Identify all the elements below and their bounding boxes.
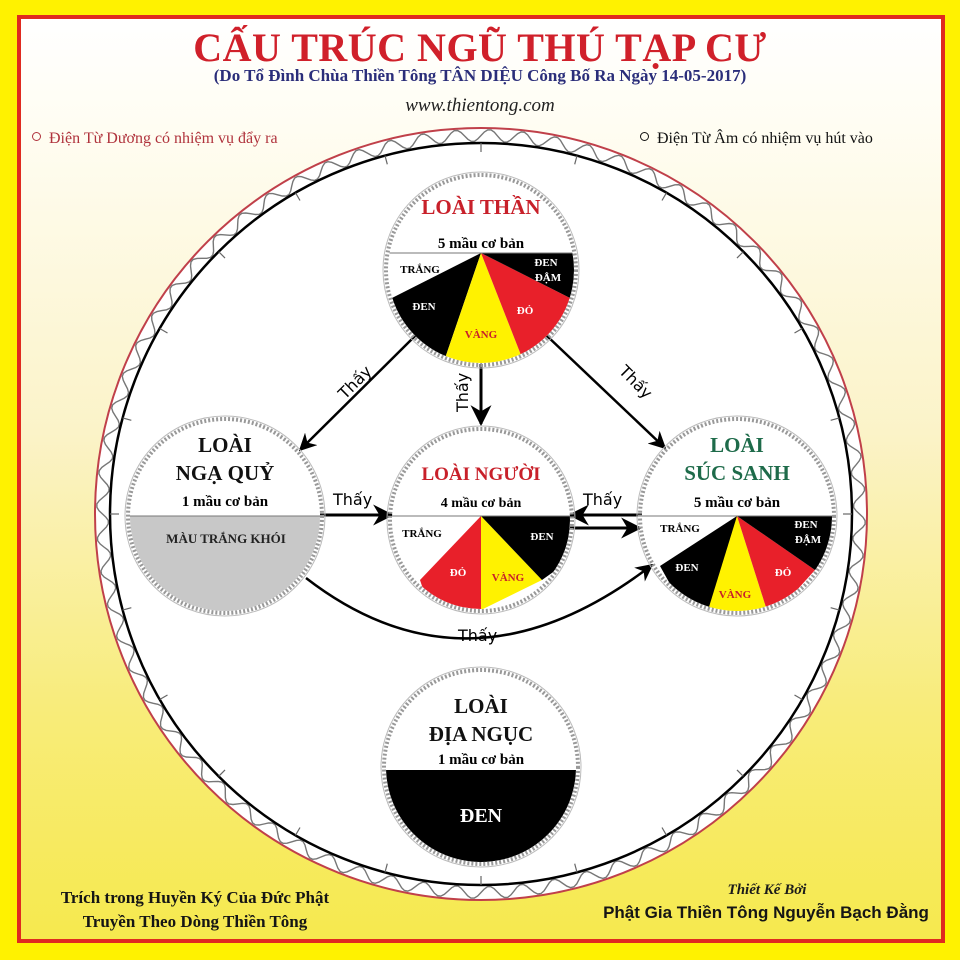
tick-mark	[661, 827, 668, 836]
tick-mark	[736, 251, 744, 259]
segment-label: VÀNG	[492, 572, 525, 584]
segment-label: VÀNG	[719, 589, 752, 601]
segment-label: TRẮNG	[400, 263, 440, 276]
segment-dark-black	[737, 516, 832, 570]
circle-bullet-icon	[32, 132, 41, 141]
arrow-label: Thấy	[582, 490, 622, 509]
realm-dia-nguc: LOÀI ĐỊA NGỤC 1 mầu cơ bản ĐEN	[380, 666, 582, 868]
realm-title: LOÀI	[454, 694, 508, 718]
note-positive: Điện Từ Dương có nhiệm vụ đẩy ra	[32, 130, 278, 148]
tick-mark	[122, 607, 132, 611]
realm-color-count: 5 mầu cơ bản	[694, 495, 781, 511]
circle-bullet-icon	[640, 132, 649, 141]
tick-mark	[830, 607, 840, 611]
footer-source-line1: Trích trong Huyền Ký Của Đức Phật	[60, 888, 330, 907]
realm-title: ĐỊA NGỤC	[429, 722, 533, 746]
segment-yellow	[440, 253, 528, 363]
tick-mark	[384, 863, 388, 873]
footer-designer-name: Phật Gia Thiền Tông Nguyễn Bạch Đằng	[603, 903, 929, 922]
arrow-label: Thấy	[332, 490, 372, 509]
realm-title: SÚC SANH	[684, 461, 790, 485]
segment-label: ĐEN	[675, 562, 698, 574]
page-title: CẤU TRÚC NGŨ THÚ TẠP CƯ	[193, 25, 767, 70]
realm-color-count: 4 mầu cơ bản	[441, 496, 522, 511]
tick-mark	[794, 694, 803, 701]
note-negative: Điện Từ Âm có nhiệm vụ hút vào	[640, 130, 873, 148]
segment-label: ĐỎ	[450, 567, 467, 579]
website-link[interactable]: www.thientong.com	[405, 95, 555, 116]
segment-yellow	[481, 516, 542, 609]
arrow-label: Thấy	[453, 373, 472, 413]
realm-color-count: 1 mầu cơ bản	[438, 752, 525, 768]
arrow-than-to-nga-quy	[298, 334, 417, 452]
segment-red	[737, 516, 815, 611]
note-negative-text: Điện Từ Âm có nhiệm vụ hút vào	[657, 130, 873, 147]
realm-title: NGẠ QUỶ	[176, 461, 275, 485]
segment-label: ĐEN	[412, 301, 435, 313]
footer-source: Trích trong Huyền Ký Của Đức Phật Truyền…	[30, 886, 360, 934]
arrow-label: Thấy	[457, 626, 497, 645]
tick-mark	[159, 327, 168, 334]
tick-mark	[218, 769, 226, 777]
realm-nguoi: LOÀI NGƯỜI 4 mầu cơ bản TRẮNG ĐỎ VÀNG ĐE…	[386, 425, 576, 615]
tick-mark	[661, 192, 668, 201]
segment-label: ĐEN	[534, 257, 557, 269]
segment-label: ĐEN	[530, 531, 553, 543]
tick-mark	[574, 155, 578, 165]
tick-mark	[830, 417, 840, 421]
segment-yellow	[705, 516, 770, 611]
tick-mark	[294, 827, 301, 836]
segment-red	[420, 516, 481, 609]
realm-title: LOÀI	[710, 433, 764, 457]
tick-mark	[574, 863, 578, 873]
footer-designed-by: Thiết Kế Bởi	[727, 882, 807, 898]
note-positive-text: Điện Từ Dương có nhiệm vụ đẩy ra	[49, 130, 278, 147]
tick-marks	[110, 143, 852, 885]
realm-suc-sanh: LOÀI SÚC SANH 5 mầu cơ bản TRẮNG ĐEN VÀN…	[636, 415, 838, 617]
wave-ring	[96, 129, 866, 899]
segment-label: ĐEN	[794, 519, 817, 531]
tick-mark	[218, 251, 226, 259]
arrow-nga-quy-to-suc-sanh	[305, 563, 654, 640]
segment-label: TRẮNG	[660, 522, 700, 535]
realm-color-count: 1 mầu cơ bản	[182, 494, 269, 510]
tick-mark	[736, 769, 744, 777]
segment-label: ĐỎ	[775, 567, 792, 579]
page-subtitle: (Do Tổ Đình Chùa Thiền Tông TÂN DIỆU Côn…	[213, 66, 747, 85]
arrow-than-to-suc-sanh	[545, 334, 667, 450]
realm-title: LOÀI	[198, 433, 252, 457]
segment-red	[481, 253, 574, 363]
segment-label: VÀNG	[465, 329, 498, 341]
segment-label: MÀU TRẮNG KHÓI	[166, 531, 286, 546]
segment-label: ĐẬM	[535, 271, 562, 284]
segment-label: ĐEN	[460, 805, 503, 827]
realm-color-count: 5 mầu cơ bản	[438, 236, 525, 252]
footer-source-line2: Truyền Theo Dòng Thiền Tông	[82, 912, 308, 931]
tick-mark	[794, 327, 803, 334]
segment-black	[481, 516, 570, 580]
tick-mark	[122, 417, 132, 421]
tick-mark	[294, 192, 301, 201]
segment-dark-black	[481, 253, 574, 300]
segment-label: ĐỎ	[517, 305, 534, 317]
tick-mark	[159, 694, 168, 701]
segment-label: TRẮNG	[402, 527, 442, 540]
realm-title: LOÀI NGƯỜI	[421, 463, 540, 485]
tick-mark	[384, 155, 388, 165]
realm-nga-quy: LOÀI NGẠ QUỶ 1 mầu cơ bản MÀU TRẮNG KHÓI	[124, 415, 326, 617]
realm-title: LOÀI THẦN	[421, 195, 540, 219]
segment-label: ĐẬM	[795, 533, 822, 546]
